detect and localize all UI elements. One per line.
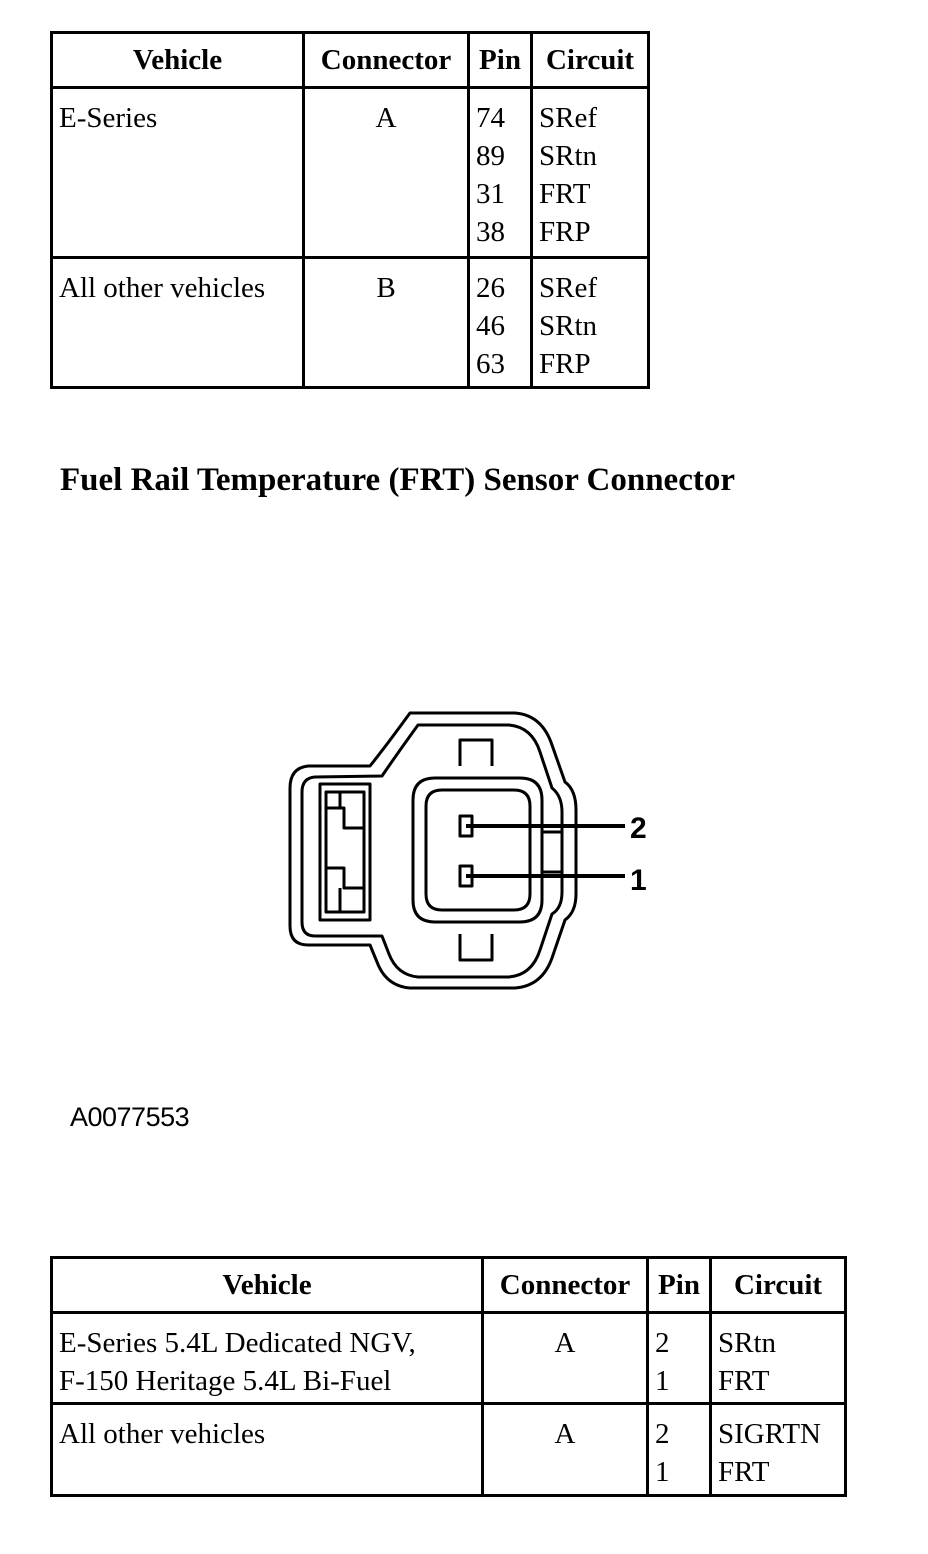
pin-number: 31 [476,178,505,210]
table-header-row: Vehicle Connector Pin Circuit [50,31,650,89]
latch-tab-top [326,806,364,830]
pin-number: 38 [476,216,505,248]
latch-housing-inner [324,790,366,914]
table-row: E-Series A 74 89 31 38 SRef SRtn FRT FRP [50,86,650,259]
circuit-name: SIGRTN [718,1418,821,1450]
pin-number: 2 [655,1418,670,1450]
vehicle-cell: All other vehicles [50,1402,484,1497]
table-row: All other vehicles B 26 46 63 SRef SRtn … [50,256,650,389]
header-pin: Pin [467,31,533,89]
header-vehicle: Vehicle [50,31,305,89]
header-connector: Connector [302,31,470,89]
vehicle-cell: All other vehicles [50,256,305,389]
circuit-name: SRef [539,102,597,134]
table-row: All other vehicles A 2 1 SIGRTN FRT [50,1402,847,1497]
pin-number: 1 [655,1456,670,1488]
circuit-name: SRtn [539,310,598,342]
connector-cell: A [302,86,470,259]
connector-cell: A [481,1311,649,1405]
connector-cell: B [302,256,470,389]
housing-outline-outer [288,711,578,990]
circuit-name: FRT [718,1365,770,1397]
circuit-name: SRtn [539,140,598,172]
housing-outline-inner [300,723,564,979]
circuit-cell: SIGRTN FRT [709,1402,847,1497]
pin-label-1: 1 [630,864,647,897]
header-connector: Connector [481,1256,649,1314]
circuit-cell: SRef SRtn FRP [530,256,650,389]
pcm-pin-table: Vehicle Connector Pin Circuit E-Series A… [50,31,650,389]
pin-cell: 26 46 63 [467,256,533,389]
terminal-shroud-inner [424,788,532,912]
circuit-name: FRP [539,348,591,380]
frt-sensor-pin-table: Vehicle Connector Pin Circuit E-Series 5… [50,1256,847,1497]
pin-number: 46 [476,310,505,342]
section-title: Fuel Rail Temperature (FRT) Sensor Conne… [60,462,735,498]
frt-connector-diagram: 2 1 [288,711,647,990]
table-header-row: Vehicle Connector Pin Circuit [50,1256,847,1314]
terminal-shroud-outer [411,776,544,924]
latch-housing [318,782,372,922]
vehicle-text: All other vehicles [59,1418,266,1450]
header-vehicle: Vehicle [50,1256,484,1314]
circuit-name: SRtn [718,1327,777,1359]
vehicle-text: E-Series [59,102,158,134]
circuit-cell: SRef SRtn FRT FRP [530,86,650,259]
pin-cell: 2 1 [646,1311,712,1405]
header-circuit: Circuit [709,1256,847,1314]
connector-cell: A [481,1402,649,1497]
pin-number: 89 [476,140,505,172]
pin-cell: 2 1 [646,1402,712,1497]
circuit-name: FRP [539,216,591,248]
latch-tab-bottom [326,866,364,890]
header-pin: Pin [646,1256,712,1314]
circuit-cell: SRtn FRT [709,1311,847,1405]
vehicle-text: F-150 Heritage 5.4L Bi-Fuel [59,1365,392,1397]
circuit-name: SRef [539,272,597,304]
side-tab [542,830,564,874]
header-circuit: Circuit [530,31,650,89]
pin-label-2: 2 [630,812,647,845]
table-row: E-Series 5.4L Dedicated NGV, F-150 Herit… [50,1311,847,1405]
pin-number: 2 [655,1327,670,1359]
circuit-name: FRT [718,1456,770,1488]
vehicle-cell: E-Series 5.4L Dedicated NGV, F-150 Herit… [50,1311,484,1405]
keyway-bottom [458,934,494,962]
keyway-top [458,738,494,766]
pin-number: 63 [476,348,505,380]
figure-id: A0077553 [70,1102,190,1132]
pin-number: 74 [476,102,505,134]
pin-cell: 74 89 31 38 [467,86,533,259]
circuit-name: FRT [539,178,591,210]
pin-number: 1 [655,1365,670,1397]
vehicle-text: E-Series 5.4L Dedicated NGV, [59,1327,416,1359]
vehicle-text: All other vehicles [59,272,266,304]
pin-number: 26 [476,272,505,304]
vehicle-cell: E-Series [50,86,305,259]
